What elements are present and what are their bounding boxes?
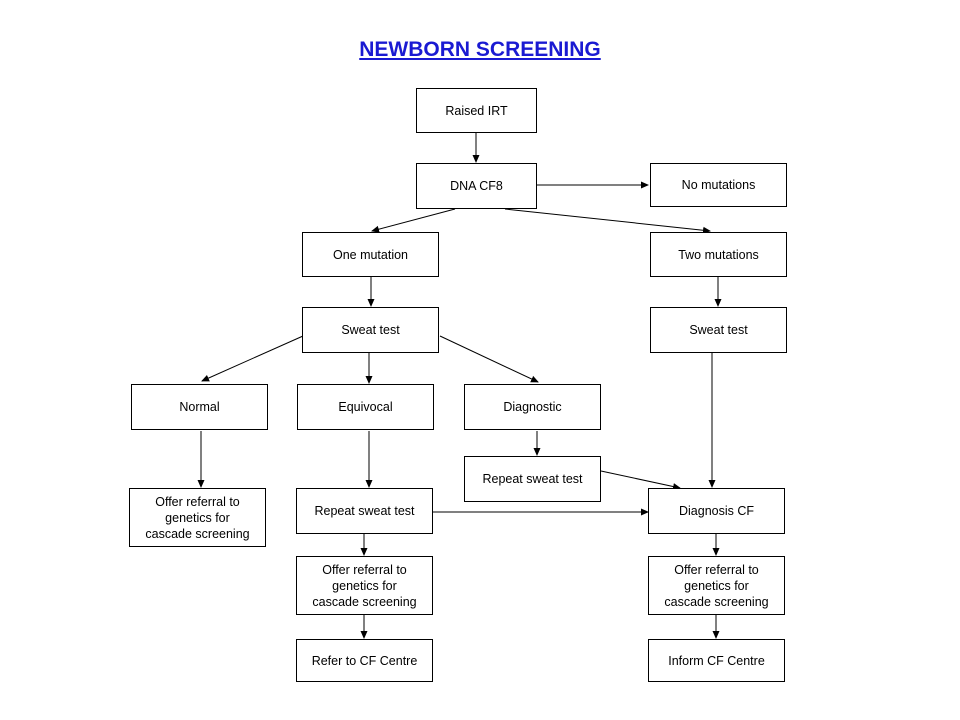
connector-repeat-diag-to-diagnosis (600, 470, 681, 490)
connector-sweat-to-normal (201, 335, 304, 382)
node-repeat-sweat-test-diagnostic: Repeat sweat test (464, 456, 601, 502)
node-no-mutations: No mutations (650, 163, 787, 207)
node-dna-cf8: DNA CF8 (416, 163, 537, 209)
node-offer-referral-normal: Offer referral to genetics for cascade s… (129, 488, 266, 547)
node-raised-irt: Raised IRT (416, 88, 537, 133)
page-title: NEWBORN SCREENING (359, 38, 601, 61)
node-diagnostic: Diagnostic (464, 384, 601, 430)
node-offer-referral-equivocal: Offer referral to genetics for cascade s… (296, 556, 433, 615)
node-one-mutation: One mutation (302, 232, 439, 277)
node-sweat-test-right: Sweat test (650, 307, 787, 353)
node-two-mutations: Two mutations (650, 232, 787, 277)
node-offer-referral-cf: Offer referral to genetics for cascade s… (648, 556, 785, 615)
node-normal: Normal (131, 384, 268, 430)
node-sweat-test-left: Sweat test (302, 307, 439, 353)
connector-dna-to-two-mutations (504, 208, 711, 234)
node-inform-cf-centre: Inform CF Centre (648, 639, 785, 682)
node-diagnosis-cf: Diagnosis CF (648, 488, 785, 534)
node-refer-to-cf-centre: Refer to CF Centre (296, 639, 433, 682)
node-equivocal: Equivocal (297, 384, 434, 430)
connector-dna-to-one-mutation (371, 208, 456, 233)
node-repeat-sweat-test-equivocal: Repeat sweat test (296, 488, 433, 534)
connector-sweat-to-diagnostic (439, 335, 539, 383)
